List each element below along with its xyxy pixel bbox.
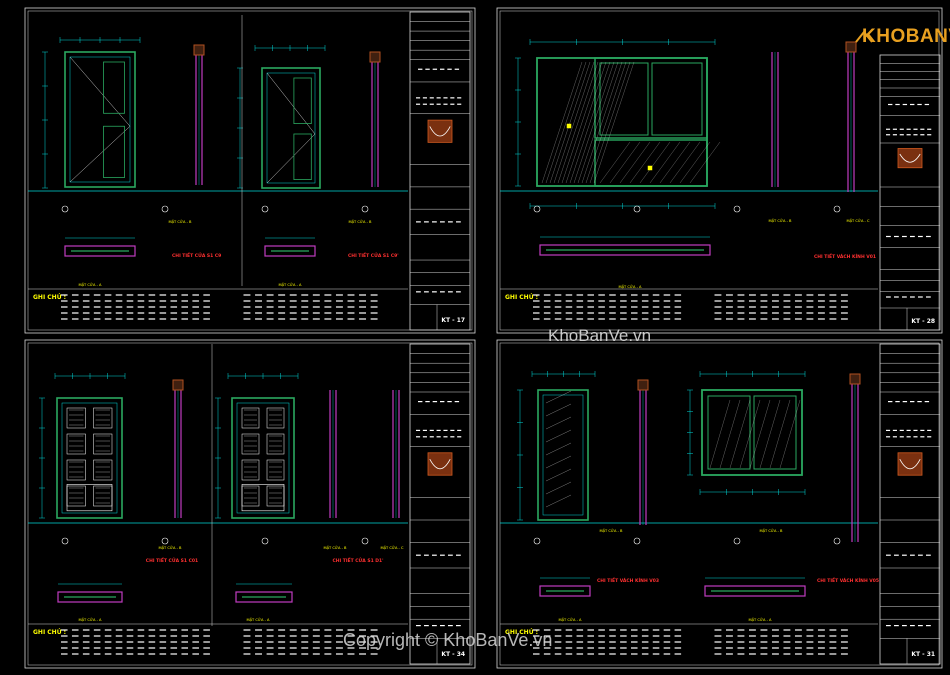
door-plan: [539, 577, 591, 597]
sheet-bottom-left: KT - 34 GHI CHÚ : CHI TIẾT CỬA S1 C01 CHI T…: [24, 339, 476, 669]
door-section: [849, 373, 861, 542]
view-label: MẶT CỬA - B: [769, 218, 793, 223]
sheet-number: KT - 31: [911, 651, 935, 658]
door-elevation: [261, 67, 321, 189]
door-plan: [64, 237, 136, 257]
logo-house-icon: [855, 30, 873, 43]
door-section: [369, 51, 381, 187]
door-elevation: [231, 397, 295, 519]
view-label: MẶT CỬA - B: [760, 528, 784, 533]
detail-title: CHI TIẾT CỬA S1 D1': [332, 556, 383, 564]
khobanve-logo: KHOBANVE: [852, 22, 950, 58]
sheet-bottom-right: KT - 31 GHI CHÚ : CHI TIẾT VÁCH KÍNH V03 CH…: [496, 339, 943, 669]
view-label: MẶT CỬA - A: [749, 617, 773, 622]
title-block: KT - 28: [879, 54, 941, 331]
door-section: [193, 44, 205, 185]
detail-title: CHI TIẾT VÁCH KÍNH V05: [817, 576, 879, 584]
detail-title: CHI TIẾT VÁCH KÍNH V03: [597, 576, 659, 584]
view-label: MẶT CỬA - C: [380, 545, 404, 550]
sheet-number: KT - 28: [911, 318, 935, 325]
view-label: MẶT CỬA - B: [349, 219, 373, 224]
door-section: [392, 390, 400, 518]
view-label: MẶT CỬA - A: [79, 617, 103, 622]
door-plan: [539, 236, 711, 256]
notes-label: GHI CHÚ :: [505, 294, 538, 301]
logo-text: KHOBANVE: [862, 26, 950, 47]
door-section: [172, 379, 184, 518]
door-section: [771, 52, 779, 187]
view-label: MẶT CỬA - A: [279, 282, 303, 287]
view-label: MẶT CỬA - A: [559, 617, 583, 622]
partition-elevation: [701, 389, 803, 476]
door-plan: [235, 583, 293, 603]
sheet-top-left: KT - 17 GHI CHÚ : CHI TIẾT CỬA S1 C9 CHI TI…: [24, 7, 476, 334]
view-label: MẶT CỬA - B: [324, 545, 348, 550]
title-block: KT - 31: [879, 343, 941, 665]
door-section: [845, 41, 857, 192]
sheet-frame: [496, 7, 943, 334]
door-section: [637, 379, 649, 525]
door-plan: [264, 237, 316, 257]
watermark-bottom: Copyright © KhoBanVe.vn: [343, 630, 553, 650]
title-block: KT - 34: [409, 343, 471, 665]
notes-block: GHI CHÚ :: [505, 629, 848, 655]
notes-block: GHI CHÚ :: [33, 294, 378, 320]
view-label: MẶT CỬA - B: [159, 545, 183, 550]
sheet-number: KT - 34: [441, 651, 465, 658]
view-label: MẶT CỬA - C: [846, 218, 870, 223]
door-elevation: [64, 51, 136, 188]
title-block: KT - 17: [409, 11, 471, 331]
door-elevation: [537, 389, 589, 521]
door-plan: [704, 577, 806, 597]
door-elevation: [56, 397, 123, 519]
detail-title: CHI TIẾT CỬA S1 C9': [348, 251, 399, 259]
detail-title: CHI TIẾT CỬA S1 C9: [172, 251, 221, 259]
view-label: MẶT CỬA - A: [619, 284, 643, 289]
watermark-mid: KhoBanVe.vn: [548, 326, 652, 345]
sheet-frame: [24, 339, 476, 669]
sheet-frame: [24, 7, 476, 334]
sheet-number: KT - 17: [441, 317, 465, 324]
sheet-frame: [496, 339, 943, 669]
view-label: MẶT CỬA - A: [79, 282, 103, 287]
view-label: MẶT CỬA - A: [247, 617, 271, 622]
notes-label: GHI CHÚ :: [33, 294, 66, 301]
notes-label: GHI CHÚ :: [33, 629, 66, 636]
view-label: MẶT CỬA - B: [169, 219, 193, 224]
detail-title: CHI TIẾT CỬA S1 C01: [146, 556, 198, 564]
notes-block: GHI CHÚ :: [33, 629, 378, 655]
door-plan: [57, 583, 123, 603]
notes-block: GHI CHÚ :: [505, 294, 848, 320]
view-label: MẶT CỬA - B: [600, 528, 624, 533]
notes-label: GHI CHÚ :: [505, 629, 538, 636]
partition-elevation: [536, 57, 721, 187]
door-section: [329, 390, 337, 518]
detail-title: CHI TIẾT VÁCH KÍNH V01: [814, 252, 876, 260]
